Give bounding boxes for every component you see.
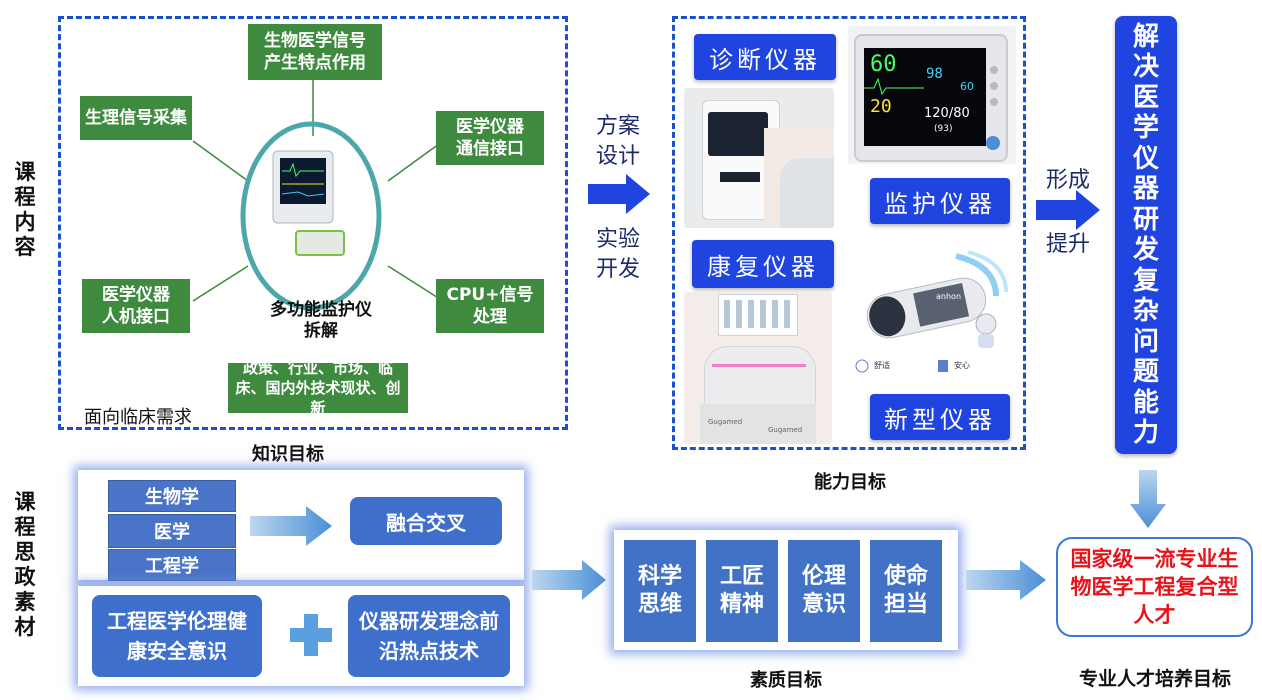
quality-craftsmanship: 工匠精神 bbox=[706, 540, 778, 642]
design-label: 方案设计 bbox=[595, 114, 640, 169]
pr-value: 60 bbox=[960, 80, 974, 93]
resp-value: 20 bbox=[870, 96, 892, 117]
map-value: (93) bbox=[934, 124, 953, 134]
ability-banner: 解决医学仪器研发复杂问题能力 bbox=[1115, 16, 1177, 454]
capsule-feature-2: 安心 bbox=[954, 361, 970, 370]
hr-value: 60 bbox=[870, 52, 897, 77]
discipline-medicine: 医学 bbox=[108, 514, 236, 548]
monitor-instrument-button: 监护仪器 bbox=[870, 178, 1010, 224]
spo2-value: 98 bbox=[926, 66, 943, 82]
knowledge-caption: 知识目标 bbox=[252, 444, 324, 465]
fusion-box: 融合交叉 bbox=[350, 497, 502, 545]
bp-value: 120/80 bbox=[924, 106, 970, 121]
diagnostic-analyzer-picture bbox=[684, 88, 834, 228]
quality-mission: 使命担当 bbox=[870, 540, 942, 642]
rehab-device-picture: Gugamed Gugamed bbox=[684, 292, 832, 444]
talent-caption: 专业人才培养目标 bbox=[1078, 668, 1231, 690]
fusion-arrow bbox=[250, 506, 332, 546]
knowledge-connectors bbox=[192, 76, 444, 311]
form-label: 形成 bbox=[1045, 168, 1090, 193]
quality-arrow bbox=[532, 560, 606, 600]
box-signal-feature: 生物医学信号产生特点作用 bbox=[248, 24, 382, 80]
rehab-instrument-button: 康复仪器 bbox=[692, 240, 834, 288]
discipline-engineering: 工程学 bbox=[108, 549, 236, 581]
rehab-brand-left: Gugamed bbox=[708, 418, 743, 426]
knowledge-goal-box bbox=[58, 16, 568, 430]
discipline-biology: 生物学 bbox=[108, 480, 236, 512]
improve-label: 提升 bbox=[1045, 232, 1090, 257]
capsule-endoscope-picture: anhon 舒适 安心 bbox=[846, 236, 1014, 400]
down-arrow bbox=[1130, 470, 1166, 528]
course-content-label: 课程内容 bbox=[14, 160, 36, 259]
talent-goal-box: 国家级一流专业生物医学工程复合型人才 bbox=[1056, 537, 1253, 637]
diagnostic-instrument-button: 诊断仪器 bbox=[694, 34, 836, 80]
concept-box: 仪器研发理念前沿热点技术 bbox=[348, 595, 510, 677]
quality-scientific-thinking: 科学思维 bbox=[624, 540, 696, 642]
box-physio-acquisition: 生理信号采集 bbox=[80, 96, 192, 140]
course-ideology-label: 课程思政素材 bbox=[14, 490, 36, 639]
ability-goal-box bbox=[672, 16, 1026, 450]
ability-caption: 能力目标 bbox=[814, 472, 886, 493]
center-label: 多功能监护仪拆解 bbox=[270, 300, 372, 341]
novel-instrument-button: 新型仪器 bbox=[870, 394, 1010, 440]
plus-icon bbox=[290, 614, 332, 656]
quality-ethics: 伦理意识 bbox=[788, 540, 860, 642]
box-hmi: 医学仪器人机接口 bbox=[82, 279, 190, 333]
box-cpu-signal: CPU+信号处理 bbox=[436, 279, 544, 333]
talent-arrow bbox=[966, 560, 1046, 600]
box-comm-interface: 医学仪器通信接口 bbox=[436, 111, 544, 165]
patient-monitor-picture: 60 98 60 20 120/80 (93) bbox=[848, 26, 1016, 164]
capsule-brand: anhon bbox=[936, 292, 962, 301]
knowledge-footnote: 面向临床需求 bbox=[84, 407, 192, 428]
quality-caption: 素质目标 bbox=[750, 670, 822, 691]
develop-label: 实验开发 bbox=[595, 227, 640, 282]
design-arrow bbox=[588, 174, 650, 214]
capsule-feature-1: 舒适 bbox=[874, 361, 890, 370]
box-policy: 政策、行业、市场、临床、国内外技术现状、创新 bbox=[228, 359, 408, 417]
ethics-box: 工程医学伦理健康安全意识 bbox=[92, 595, 262, 677]
rehab-brand-right: Gugamed bbox=[768, 426, 803, 434]
form-arrow bbox=[1036, 190, 1100, 230]
